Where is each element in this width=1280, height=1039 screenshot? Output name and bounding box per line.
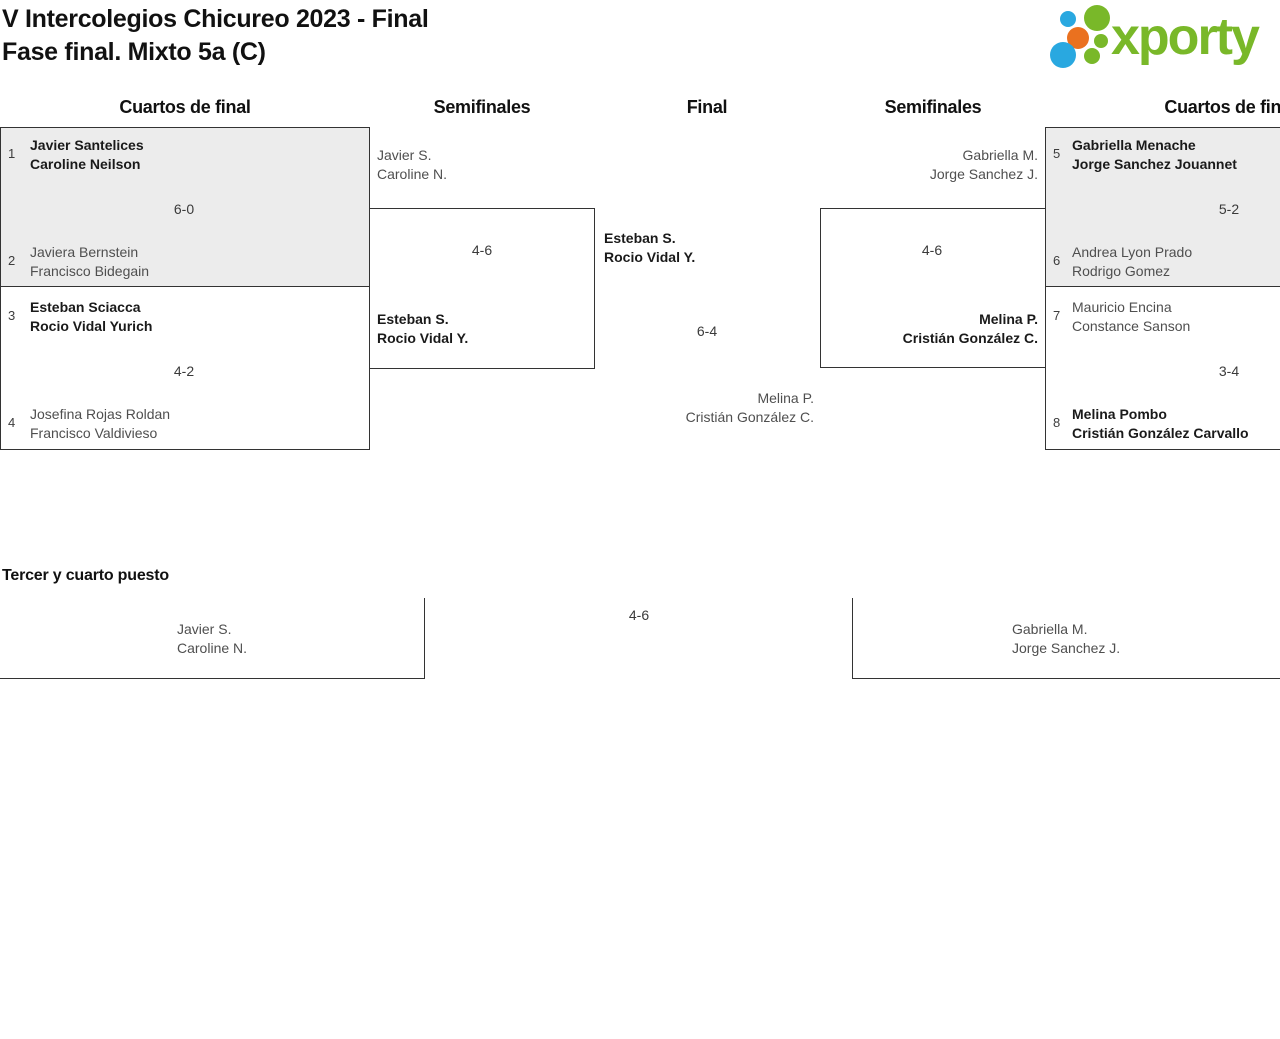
team-line: Melina P. — [979, 311, 1038, 327]
team-line: Rocio Vidal Y. — [377, 330, 469, 346]
team-line: Jorge Sanchez J. — [1012, 640, 1121, 656]
qf3-team-top: Gabriella Menache Jorge Sanchez Jouannet — [1072, 136, 1237, 174]
team-line: Cristián González C. — [685, 409, 814, 425]
round-header-qf-left: Cuartos de final — [119, 97, 251, 117]
qf4-score: 3-4 — [1218, 363, 1240, 379]
round-header-sf-right: Semifinales — [884, 97, 982, 117]
logo-dot-green-small-icon — [1094, 34, 1108, 48]
qf-match-4-box — [1045, 286, 1280, 450]
logo-dot-green-large-icon — [1084, 5, 1110, 31]
team-line: Rocio Vidal Yurich — [30, 318, 153, 334]
sf-match-2-box — [820, 208, 1046, 368]
team-line: Javier S. — [177, 621, 232, 637]
final-team-bottom: Melina P. Cristián González C. — [686, 389, 814, 427]
round-header-sf-left: Semifinales — [433, 97, 531, 117]
team-line: Mauricio Encina — [1072, 299, 1172, 315]
qf4-seed-bottom: 8 — [1053, 415, 1061, 430]
logo-dot-orange-icon — [1067, 27, 1089, 49]
sf2-team-bottom: Melina P. Cristián González C. — [903, 310, 1038, 348]
team-line: Cristián González C. — [902, 330, 1038, 346]
logo-wordmark: xporty — [1111, 8, 1260, 66]
qf3-score: 5-2 — [1218, 201, 1240, 217]
sf-match-1-box — [369, 208, 595, 369]
qf-match-2-box — [0, 286, 370, 450]
page-title-line1: V Intercolegios Chicureo 2023 - Final — [2, 5, 429, 33]
qf-match-1-box — [0, 127, 370, 288]
logo-dot-green-bottom-icon — [1084, 48, 1100, 64]
qf4-team-top: Mauricio Encina Constance Sanson — [1072, 298, 1190, 336]
qf-match-3-box — [1045, 127, 1280, 288]
third-place-team-right: Gabriella M. Jorge Sanchez J. — [1012, 620, 1120, 658]
sf2-score: 4-6 — [921, 242, 943, 258]
round-header-qf-right: Cuartos de final — [1164, 97, 1280, 117]
team-line: Rodrigo Gomez — [1072, 263, 1171, 279]
qf1-seed-bottom: 2 — [8, 253, 16, 268]
team-line: Javier S. — [377, 147, 432, 163]
team-line: Jorge Sanchez Jouannet — [1072, 156, 1237, 172]
qf1-seed-top: 1 — [8, 146, 16, 161]
qf2-seed-bottom: 4 — [8, 415, 16, 430]
third-place-left-box — [0, 598, 425, 679]
team-line: Rocio Vidal Y. — [604, 249, 696, 265]
page-title: V Intercolegios Chicureo 2023 - Final Fa… — [2, 3, 429, 69]
team-line: Andrea Lyon Prado — [1072, 244, 1193, 260]
sf2-team-top: Gabriella M. Jorge Sanchez J. — [930, 146, 1038, 184]
team-line: Josefina Rojas Roldan — [30, 406, 171, 422]
logo-dot-blue-large-icon — [1050, 42, 1076, 68]
third-place-team-left: Javier S. Caroline N. — [177, 620, 247, 658]
team-line: Francisco Bidegain — [30, 263, 150, 279]
final-score: 6-4 — [696, 323, 718, 339]
third-place-right-box — [852, 598, 1280, 679]
qf2-team-bottom: Josefina Rojas Roldan Francisco Valdivie… — [30, 405, 170, 443]
team-line: Caroline N. — [177, 640, 248, 656]
qf3-seed-bottom: 6 — [1053, 253, 1061, 268]
round-header-final: Final — [686, 97, 728, 117]
team-line: Caroline N. — [377, 166, 448, 182]
qf2-team-top: Esteban Sciacca Rocio Vidal Yurich — [30, 298, 152, 336]
qf1-team-top: Javier Santelices Caroline Neilson — [30, 136, 144, 174]
third-place-heading: Tercer y cuarto puesto — [2, 567, 169, 584]
team-line: Cristián González Carvallo — [1072, 425, 1249, 441]
team-line: Gabriella Menache — [1072, 137, 1196, 153]
team-line: Francisco Valdivieso — [30, 425, 158, 441]
qf2-score: 4-2 — [173, 363, 195, 379]
team-line: Gabriella M. — [1012, 621, 1088, 637]
qf4-team-bottom: Melina Pombo Cristián González Carvallo — [1072, 405, 1249, 443]
logo-dot-blue-small-icon — [1060, 11, 1076, 27]
sf1-team-bottom: Esteban S. Rocio Vidal Y. — [377, 310, 468, 348]
page-title-line2: Fase final. Mixto 5a (C) — [2, 38, 266, 66]
team-line: Caroline Neilson — [30, 156, 141, 172]
team-line: Melina Pombo — [1072, 406, 1167, 422]
qf3-seed-top: 5 — [1053, 146, 1061, 161]
qf1-score: 6-0 — [173, 201, 195, 217]
sf1-score: 4-6 — [471, 242, 493, 258]
sf1-team-top: Javier S. Caroline N. — [377, 146, 447, 184]
third-place-score: 4-6 — [628, 607, 650, 623]
qf3-team-bottom: Andrea Lyon Prado Rodrigo Gomez — [1072, 243, 1192, 281]
team-line: Jorge Sanchez J. — [929, 166, 1038, 182]
team-line: Javiera Bernstein — [30, 244, 139, 260]
team-line: Esteban S. — [377, 311, 449, 327]
team-line: Gabriella M. — [962, 147, 1038, 163]
team-line: Esteban Sciacca — [30, 299, 141, 315]
team-line: Constance Sanson — [1072, 318, 1191, 334]
team-line: Melina P. — [757, 390, 814, 406]
team-line: Javier Santelices — [30, 137, 144, 153]
qf2-seed-top: 3 — [8, 308, 16, 323]
final-team-top: Esteban S. Rocio Vidal Y. — [604, 229, 695, 267]
team-line: Esteban S. — [604, 230, 676, 246]
qf4-seed-top: 7 — [1053, 308, 1061, 323]
qf1-team-bottom: Javiera Bernstein Francisco Bidegain — [30, 243, 149, 281]
